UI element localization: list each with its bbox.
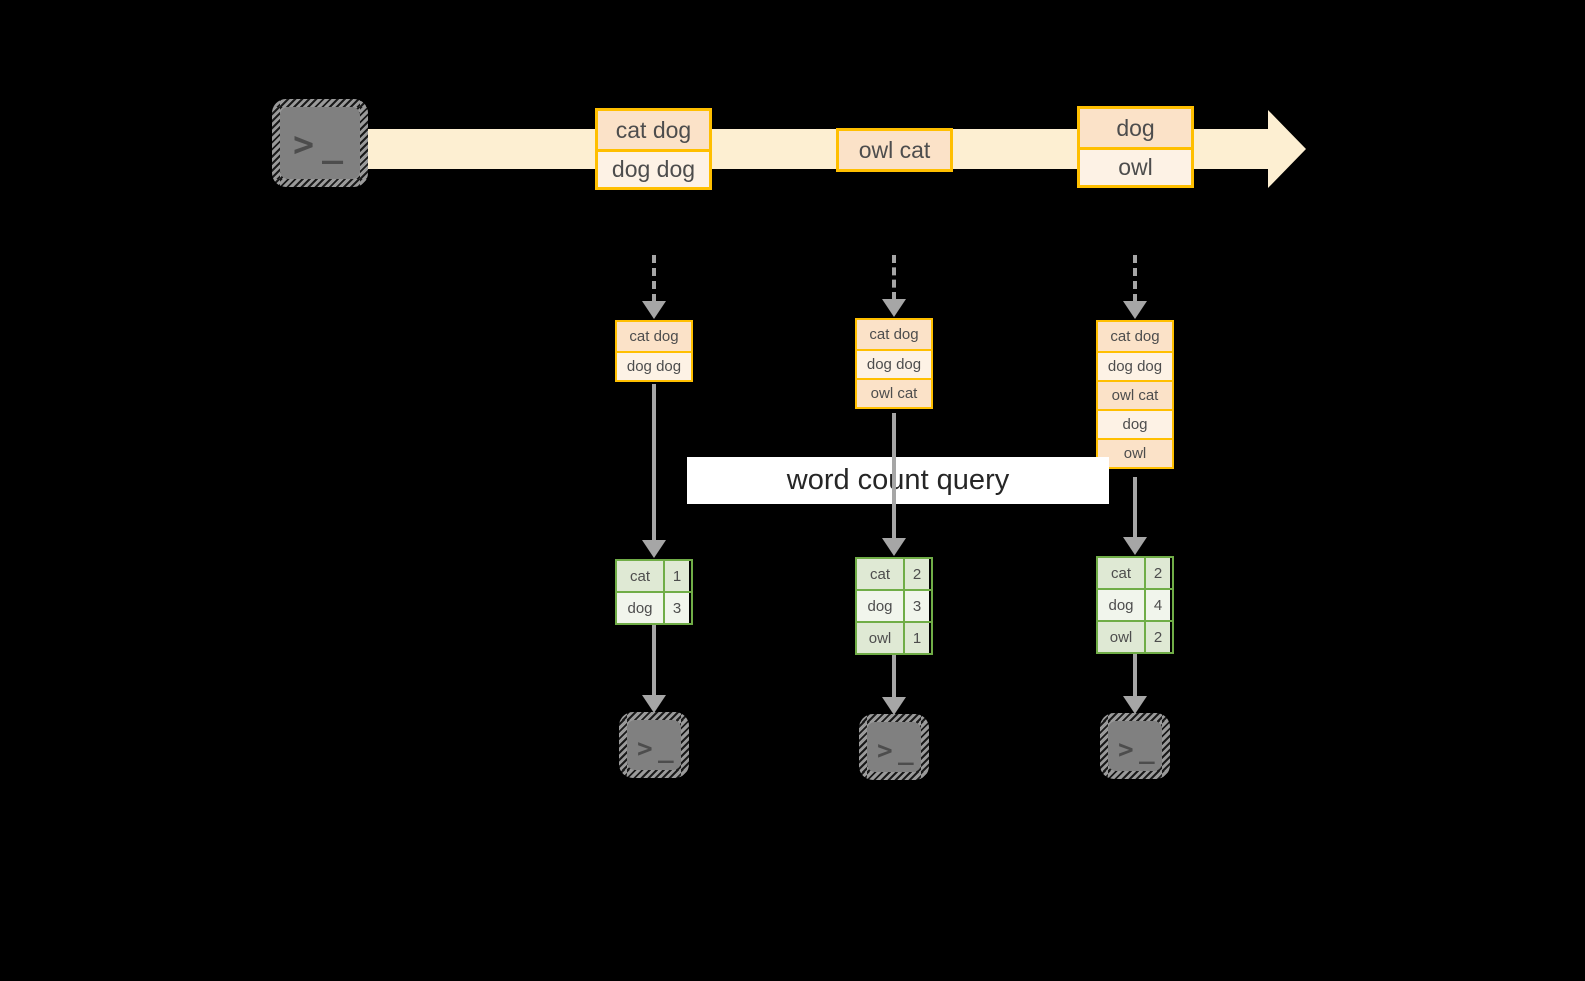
snapshot-line: cat dog — [617, 322, 691, 351]
snapshot-line: owl — [1098, 438, 1172, 467]
result-count-cell: 3 — [663, 593, 689, 623]
result-word-cell: dog — [1098, 590, 1144, 620]
result-to-sink-arrowhead-2 — [882, 697, 906, 715]
stream-event-line: owl — [1080, 147, 1191, 185]
result-word-cell: dog — [617, 593, 663, 623]
terminal-icon-body: >_ — [867, 722, 921, 772]
terminal-prompt-underscore: _ — [1139, 735, 1155, 765]
result-count-cell: 4 — [1144, 590, 1170, 620]
terminal-prompt-chevron: > — [293, 125, 315, 165]
snapshot-line: dog dog — [1098, 351, 1172, 380]
sink-terminal-icon-3: >_ — [1100, 713, 1170, 779]
query-label-band: word count query — [687, 457, 1109, 504]
terminal-prompt-underscore: _ — [898, 736, 914, 766]
result-word-cell: owl — [1098, 622, 1144, 652]
stream-to-snapshot-connector-3 — [1133, 255, 1137, 302]
stream-to-snapshot-arrowhead-1 — [642, 301, 666, 319]
result-count-cell: 3 — [903, 591, 929, 621]
snapshot-to-result-arrowhead-2 — [882, 538, 906, 556]
stream-event-line: dog dog — [598, 149, 709, 187]
result-to-sink-arrowhead-1 — [642, 695, 666, 713]
stream-event-2: owl cat — [836, 128, 953, 172]
result-to-sink-arrowhead-3 — [1123, 696, 1147, 714]
result-to-sink-connector-3 — [1133, 654, 1137, 699]
result-count-cell: 2 — [1144, 558, 1170, 588]
snapshot-line: owl cat — [857, 378, 931, 407]
result-count-cell: 2 — [903, 559, 929, 589]
result-count-cell: 1 — [903, 623, 929, 653]
snapshot-line: cat dog — [857, 320, 931, 349]
snapshot-line: owl cat — [1098, 380, 1172, 409]
terminal-icon-body: >_ — [280, 107, 360, 179]
stream-to-snapshot-connector-1 — [652, 255, 656, 302]
snapshot-to-result-arrowhead-1 — [642, 540, 666, 558]
stream-to-snapshot-arrowhead-3 — [1123, 301, 1147, 319]
result-to-sink-connector-2 — [892, 655, 896, 700]
stream-event-line: cat dog — [598, 111, 709, 149]
stream-event-line: owl cat — [839, 131, 950, 169]
snapshot-line: dog dog — [617, 351, 691, 380]
event-stream-arrowhead — [1268, 110, 1306, 188]
terminal-prompt-underscore: _ — [658, 734, 674, 764]
terminal-prompt-chevron: > — [1118, 735, 1134, 765]
stream-to-snapshot-arrowhead-2 — [882, 299, 906, 317]
source-terminal-icon: >_ — [272, 99, 368, 187]
terminal-prompt-chevron: > — [637, 734, 653, 764]
result-word-cell: dog — [857, 591, 903, 621]
stream-event-line: dog — [1080, 109, 1191, 147]
query-label-text: word count query — [786, 464, 1010, 496]
snapshot-line: dog — [1098, 409, 1172, 438]
terminal-icon-body: >_ — [1108, 721, 1162, 771]
snapshot-line: dog dog — [857, 349, 931, 378]
stream-to-snapshot-connector-2 — [892, 255, 896, 300]
snapshot-to-result-arrowhead-3 — [1123, 537, 1147, 555]
sink-terminal-icon-1: >_ — [619, 712, 689, 778]
result-count-cell: 2 — [1144, 622, 1170, 652]
snapshot-to-result-connector-1 — [652, 384, 656, 543]
result-to-sink-connector-1 — [652, 625, 656, 698]
sink-terminal-icon-2: >_ — [859, 714, 929, 780]
result-count-cell: 1 — [663, 561, 689, 591]
result-word-cell: cat — [1098, 558, 1144, 588]
terminal-prompt-underscore: _ — [322, 125, 344, 165]
terminal-icon-body: >_ — [627, 720, 681, 770]
result-word-cell: cat — [857, 559, 903, 589]
result-word-cell: owl — [857, 623, 903, 653]
snapshot-to-result-connector-2 — [892, 413, 896, 541]
terminal-prompt-chevron: > — [877, 736, 893, 766]
snapshot-to-result-connector-3 — [1133, 477, 1137, 540]
result-word-cell: cat — [617, 561, 663, 591]
snapshot-line: cat dog — [1098, 322, 1172, 351]
